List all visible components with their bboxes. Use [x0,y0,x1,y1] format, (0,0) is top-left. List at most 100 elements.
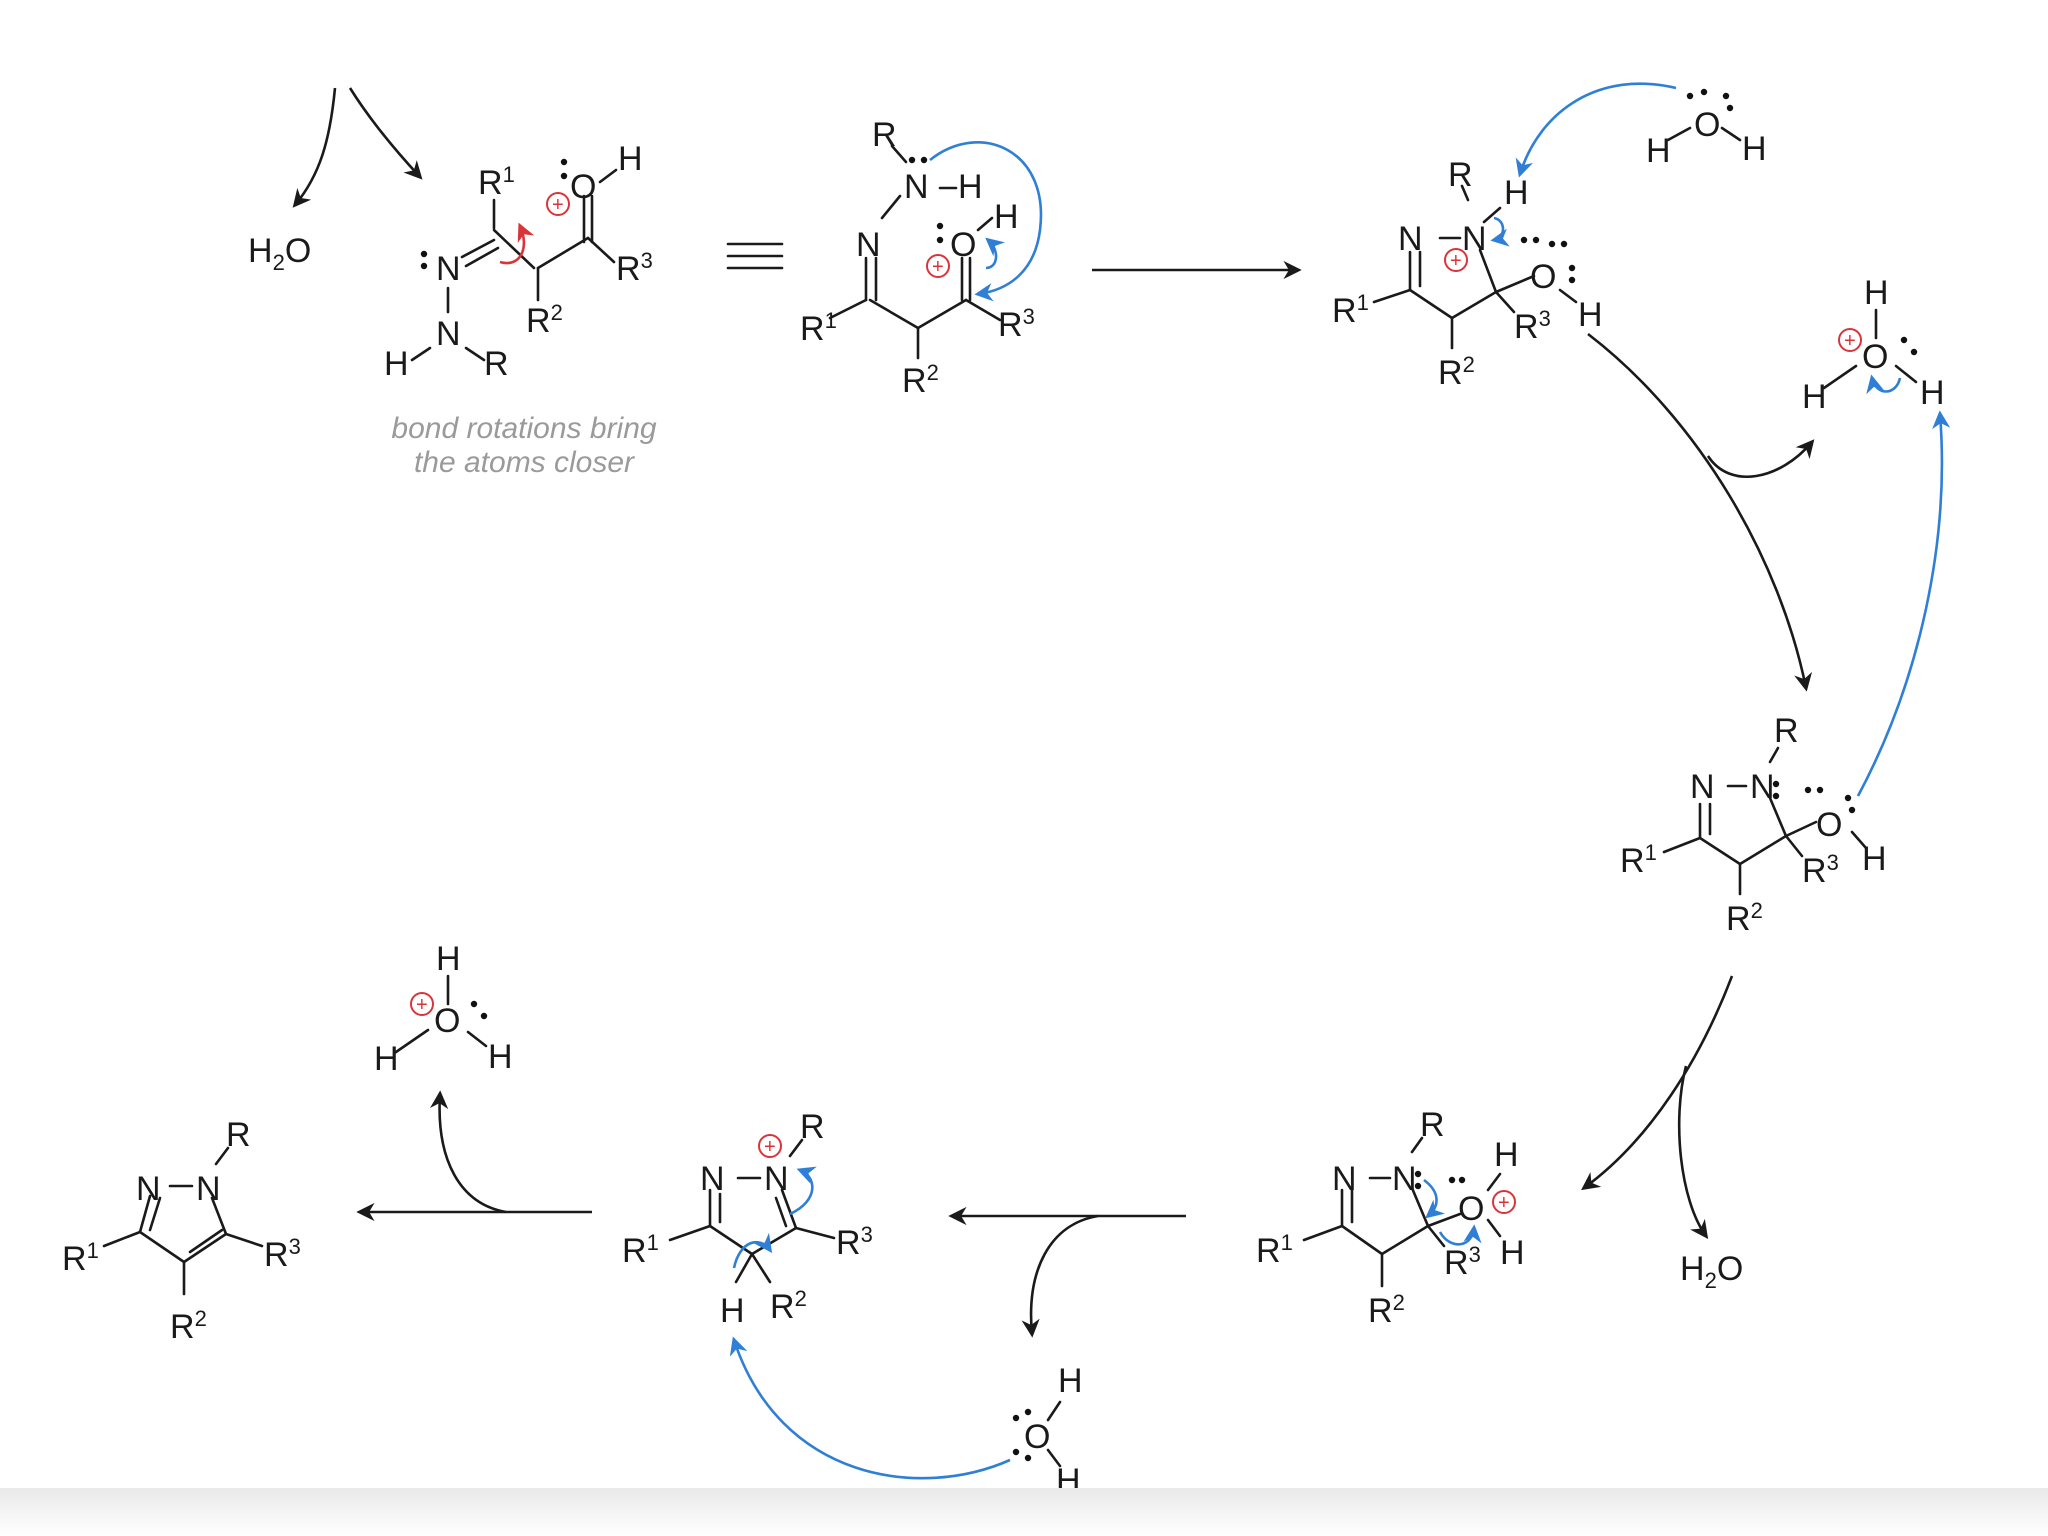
svg-text:R2: R2 [1368,1290,1405,1330]
svg-text:R: R [484,345,509,383]
svg-text:H: H [1500,1234,1525,1272]
svg-text:R3: R3 [836,1222,873,1262]
svg-text:+: + [1450,250,1462,272]
intermediate-pyrazolium: N N R H R1 R2 R3 + [622,1108,873,1330]
svg-text:H: H [720,1292,745,1330]
svg-text:H2O: H2O [248,232,311,275]
svg-text:R3: R3 [1444,1242,1481,1282]
svg-text:R1: R1 [622,1230,659,1270]
svg-text:O: O [570,168,596,206]
svg-text:R1: R1 [478,162,515,202]
svg-text:R: R [1774,712,1799,750]
svg-text:H: H [958,168,983,206]
svg-text:H: H [1494,1136,1519,1174]
svg-text:+: + [764,1136,776,1158]
svg-text:bond rotations bring: bond rotations bring [391,412,656,445]
svg-text:R2: R2 [170,1306,207,1346]
water-molecule-bottom: O H H [1012,1362,1083,1500]
svg-text:R: R [872,116,897,154]
svg-text:R: R [1420,1106,1445,1144]
svg-text:H: H [384,345,409,383]
svg-text:H: H [1920,374,1945,412]
deprotonation-arrow-bottom [729,1336,1011,1480]
svg-text:+: + [416,994,428,1016]
svg-text:N: N [764,1160,789,1198]
svg-text:H: H [1742,130,1767,168]
svg-text:N: N [136,1170,161,1208]
step-arrows-right [1587,332,1815,692]
svg-text:R1: R1 [62,1238,99,1278]
svg-text:O: O [1862,338,1888,376]
svg-text:O: O [950,226,976,264]
svg-text:H: H [1862,840,1887,878]
svg-text:O: O [1694,106,1720,144]
svg-text:R1: R1 [1256,1230,1293,1270]
svg-text:O: O [1458,1190,1484,1228]
svg-text:O: O [1816,806,1842,844]
svg-text:H2O: H2O [1680,1250,1743,1293]
svg-text:H: H [1864,274,1889,312]
svg-text:N: N [1392,1160,1417,1198]
svg-text:H: H [618,140,643,178]
svg-text:H: H [994,198,1019,236]
water-molecule-top-right: O H H [1646,88,1767,170]
svg-text:R3: R3 [1802,850,1839,890]
svg-text:N: N [1398,220,1423,258]
svg-text:N: N [1690,768,1715,806]
svg-text:O: O [434,1002,460,1040]
svg-text:O: O [1530,258,1556,296]
svg-text:+: + [1844,330,1856,352]
svg-text:H: H [1058,1362,1083,1400]
svg-text:H: H [1802,378,1827,416]
water-byproduct-right: H2O [1680,1250,1743,1293]
svg-text:R3: R3 [1514,306,1551,346]
window-bottom-edge [0,1488,2048,1536]
svg-text:N: N [1462,220,1487,258]
water-byproduct-top: H2O [248,232,311,275]
intermediate-rotated-conformer: N N H R O H R1 R2 R3 + [800,116,1043,400]
proton-transfer-arrow-right [1856,410,1951,797]
svg-text:N: N [1750,768,1775,806]
svg-text:R1: R1 [1332,290,1369,330]
svg-text:H: H [488,1038,513,1076]
svg-text:N: N [196,1170,221,1208]
svg-text:+: + [1498,1192,1510,1214]
svg-text:R3: R3 [998,304,1035,344]
svg-text:N: N [436,315,461,353]
svg-text:N: N [1332,1160,1357,1198]
intermediate-protonated-hydrazone: R1 O H N N H R R2 R3 + [384,140,653,383]
svg-text:R3: R3 [616,248,653,288]
svg-text:+: + [932,256,944,278]
svg-text:H: H [1578,296,1603,334]
svg-text:N: N [856,226,881,264]
caption-bond-rotations: bond rotations bring the atoms closer [391,412,656,479]
svg-text:H: H [374,1040,399,1078]
svg-text:R: R [800,1108,825,1146]
intermediate-carbinolamine: N N R O H R1 R2 R3 [1620,712,1887,938]
svg-text:N: N [700,1160,725,1198]
svg-text:R3: R3 [264,1234,301,1274]
svg-text:H: H [436,940,461,978]
deprotonation-arrow-top [1515,82,1677,178]
svg-text:R: R [226,1116,251,1154]
svg-text:N: N [904,168,929,206]
svg-text:H: H [1504,174,1529,212]
svg-text:R2: R2 [1438,352,1475,392]
svg-text:the atoms closer: the atoms closer [414,446,635,479]
svg-text:R: R [1448,156,1473,194]
forward-arrow-final [356,1090,592,1222]
svg-text:R1: R1 [1620,840,1657,880]
hydronium-right: H O H H + [1802,274,1945,416]
intermediate-protonated-carbinolamine: N N R O H H R1 R2 R3 + [1256,1106,1525,1330]
svg-text:N: N [436,250,461,288]
equivalence-symbol [726,242,784,270]
svg-text:O: O [1024,1418,1050,1456]
svg-text:R2: R2 [770,1286,807,1326]
hydronium-bottom-left: H O H H + [374,940,513,1078]
step-arrows-top-left [292,87,423,208]
forward-arrow-bottom-middle [948,1206,1186,1338]
svg-text:H: H [1646,132,1671,170]
svg-text:R2: R2 [526,300,563,340]
step-arrows-lower-right [1581,975,1734,1239]
